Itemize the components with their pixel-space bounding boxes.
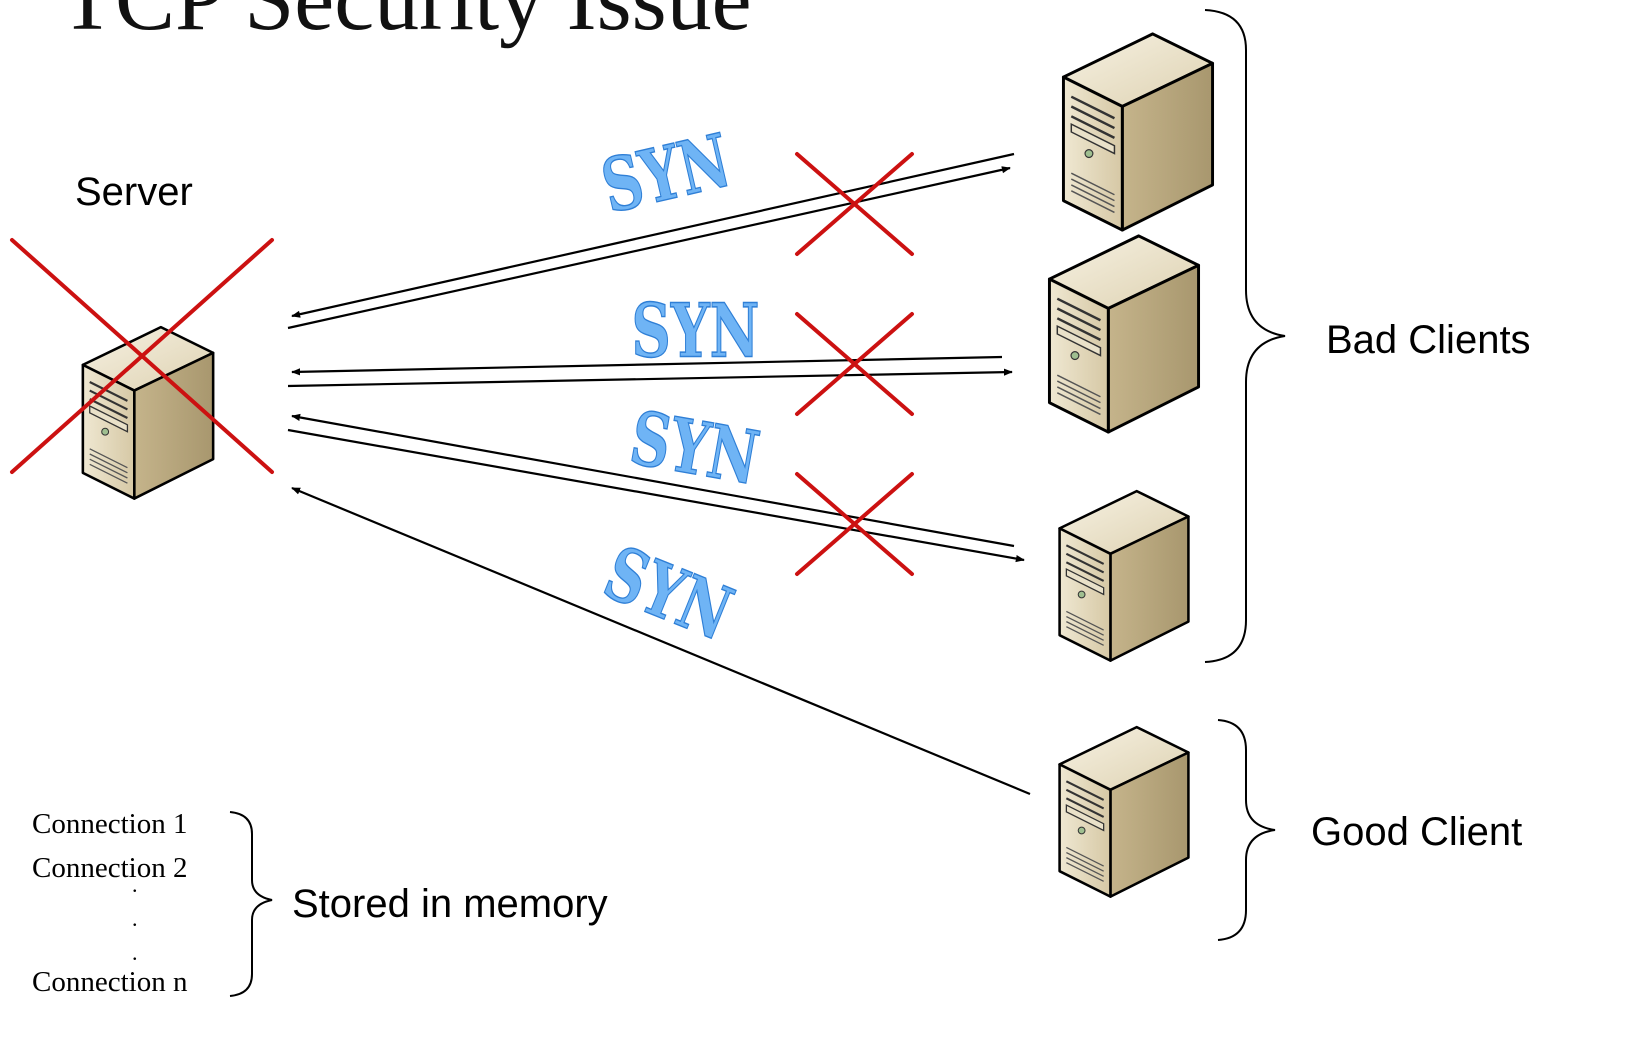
syn-packet-label-2: SYN (632, 288, 760, 374)
slide-title: TCP Security Issue (60, 0, 752, 51)
stored-in-memory-label: Stored in memory (292, 882, 608, 926)
memory-brace (229, 811, 273, 997)
server-failure-x-icon (10, 238, 274, 474)
syn-packet-label-4: SYN (593, 530, 744, 658)
server-to-bad-client-1-arrow (287, 166, 1011, 330)
bad-client-2-to-server-arrow (291, 355, 1003, 376)
good-client-label: Good Client (1311, 810, 1523, 854)
bad-clients-brace (1204, 9, 1286, 663)
ellipsis-dot: . (132, 872, 138, 897)
ellipsis-dot: . (132, 906, 138, 931)
good-client-brace (1217, 719, 1276, 941)
packet-dropped-x-icon (795, 312, 914, 416)
bad-client-1-to-server-arrow (291, 152, 1015, 318)
packet-dropped-x-icon (795, 152, 914, 256)
server-to-bad-client-3-arrow (287, 428, 1025, 563)
server-label: Server (75, 170, 193, 214)
syn-packet-label-1: SYN (594, 118, 738, 231)
bad-client-3-server-icon (1058, 489, 1190, 663)
connection-list-item: Connection n (32, 966, 188, 998)
connection-list-item: Connection 1 (32, 808, 188, 840)
syn-packet-label-3: SYN (624, 395, 765, 502)
ellipsis-dot: . (132, 940, 138, 965)
bad-client-3-to-server-arrow (291, 413, 1015, 548)
packet-dropped-x-icon (795, 472, 914, 576)
bad-client-1-server-icon (1061, 32, 1215, 232)
good-client-server-icon (1058, 725, 1190, 899)
connection-list-item: Connection 2 (32, 852, 188, 884)
bad-clients-label: Bad Clients (1326, 318, 1531, 362)
good-client-to-server-arrow (291, 486, 1031, 796)
bad-client-2-server-icon (1047, 234, 1201, 434)
server-to-bad-client-2-arrow (287, 368, 1013, 388)
